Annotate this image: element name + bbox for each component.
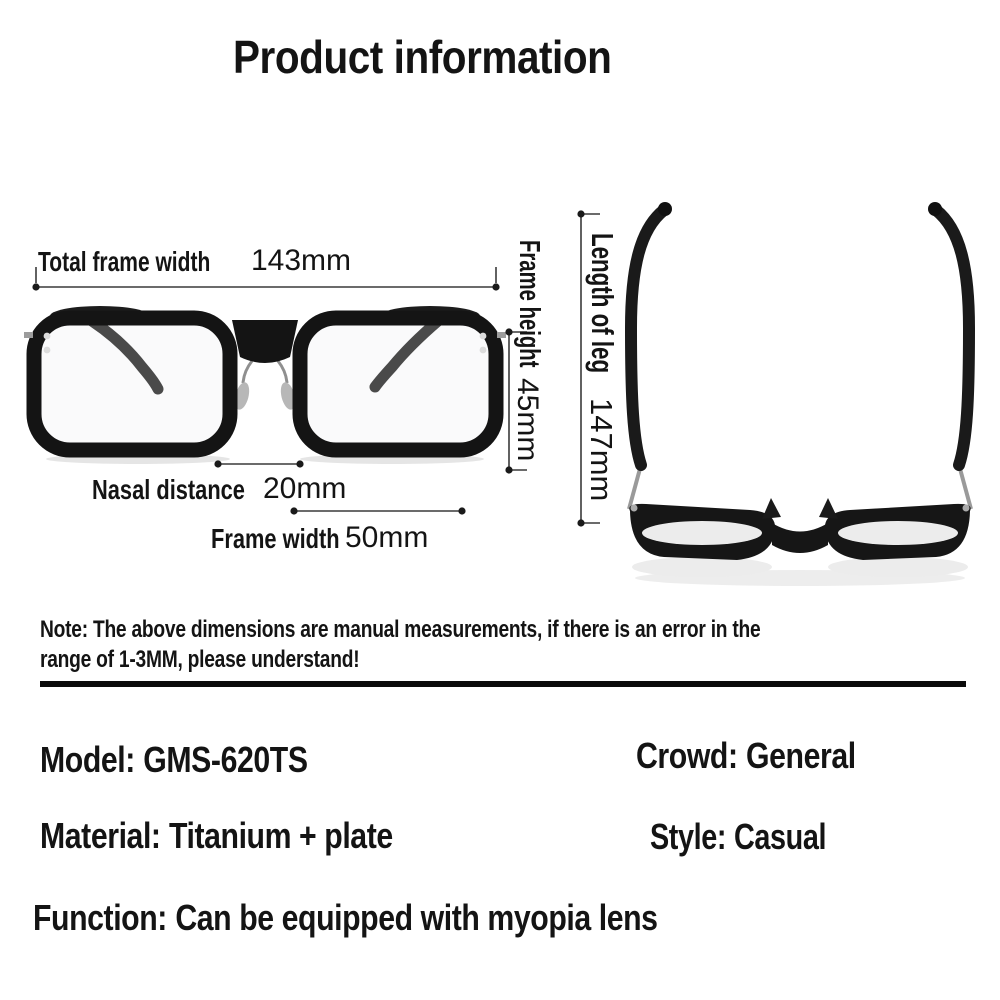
nasal-distance-label: Nasal distance <box>92 474 245 505</box>
spec-crowd-label: Crowd: <box>636 735 738 776</box>
spec-material: Material:Titanium + plate <box>40 815 460 857</box>
spec-style-value: Casual <box>734 816 827 857</box>
frame-height-dimension-line <box>505 328 527 474</box>
leg-length-label: Length of leg <box>585 233 621 374</box>
spec-style: Style:Casual <box>650 816 870 858</box>
nasal-distance-label-wrap: Nasal distance <box>92 474 288 506</box>
frame-width-value: 50mm <box>345 521 429 554</box>
spec-material-value: Titanium + plate <box>168 815 393 856</box>
spec-crowd: Crowd:General <box>636 735 898 777</box>
page-title: Product information <box>233 30 663 84</box>
spec-model-value: GMS-620TS <box>143 739 308 780</box>
total-frame-width-dimension-line <box>32 267 500 291</box>
frame-height-label: Frame height <box>512 240 545 368</box>
leg-length-dimension-line <box>577 210 600 527</box>
note: Note: The above dimensions are manual me… <box>40 615 941 675</box>
spec-function: Function:Can be equipped with myopia len… <box>33 897 777 939</box>
note-line-1: Note: The above dimensions are manual me… <box>40 616 761 643</box>
spec-crowd-value: General <box>746 735 856 776</box>
frame-width-label-wrap: Frame width <box>211 523 376 555</box>
total-frame-width-value: 143mm <box>251 244 352 277</box>
nasal-distance-dimension-line <box>214 460 304 468</box>
nasal-distance-value: 20mm <box>263 472 347 505</box>
total-frame-width-label: Total frame width <box>38 246 211 277</box>
spec-material-label: Material: <box>40 815 161 856</box>
frame-height-value: 45mm <box>511 378 544 462</box>
total-frame-width-label-wrap: Total frame width <box>38 246 268 278</box>
spec-model-label: Model: <box>40 739 135 780</box>
spec-model: Model:GMS-620TS <box>40 739 359 781</box>
spec-function-value: Can be equipped with myopia lens <box>175 897 658 938</box>
spec-function-label: Function: <box>33 897 167 938</box>
glasses-top-view-image <box>624 202 976 586</box>
frame-width-label: Frame width <box>211 523 340 554</box>
frame-width-dimension-line <box>290 507 466 515</box>
divider-line <box>40 681 966 687</box>
note-line-2: range of 1-3MM, please understand! <box>40 646 360 673</box>
glasses-front-view-image <box>24 306 506 464</box>
page-title-text: Product information <box>233 31 612 83</box>
leg-length-value: 147mm <box>584 398 620 502</box>
spec-style-label: Style: <box>650 816 727 857</box>
